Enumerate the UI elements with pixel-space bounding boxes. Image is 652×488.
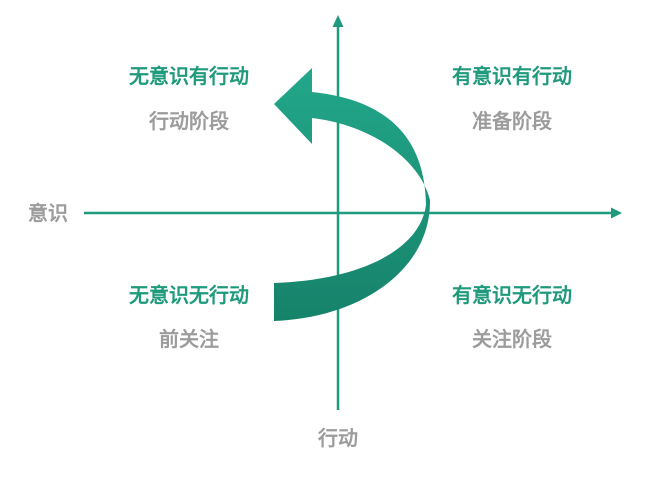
bottom-left-stage: 前关注 xyxy=(159,327,219,351)
top-right-title: 有意识有行动 xyxy=(452,64,572,88)
horizontal-axis-label: 意识 xyxy=(28,201,68,225)
vertical-axis-label: 行动 xyxy=(318,426,358,450)
bottom-right-title: 有意识无行动 xyxy=(452,283,572,307)
bottom-right-stage: 关注阶段 xyxy=(472,327,552,351)
cycle-arrow xyxy=(274,68,431,321)
horizontal-axis-arrowhead xyxy=(611,207,622,219)
vertical-axis-arrowhead xyxy=(332,15,344,27)
top-left-title: 无意识有行动 xyxy=(129,64,249,88)
bottom-left-title: 无意识无行动 xyxy=(129,283,249,307)
top-left-stage: 行动阶段 xyxy=(149,109,229,133)
top-right-stage: 准备阶段 xyxy=(472,109,552,133)
